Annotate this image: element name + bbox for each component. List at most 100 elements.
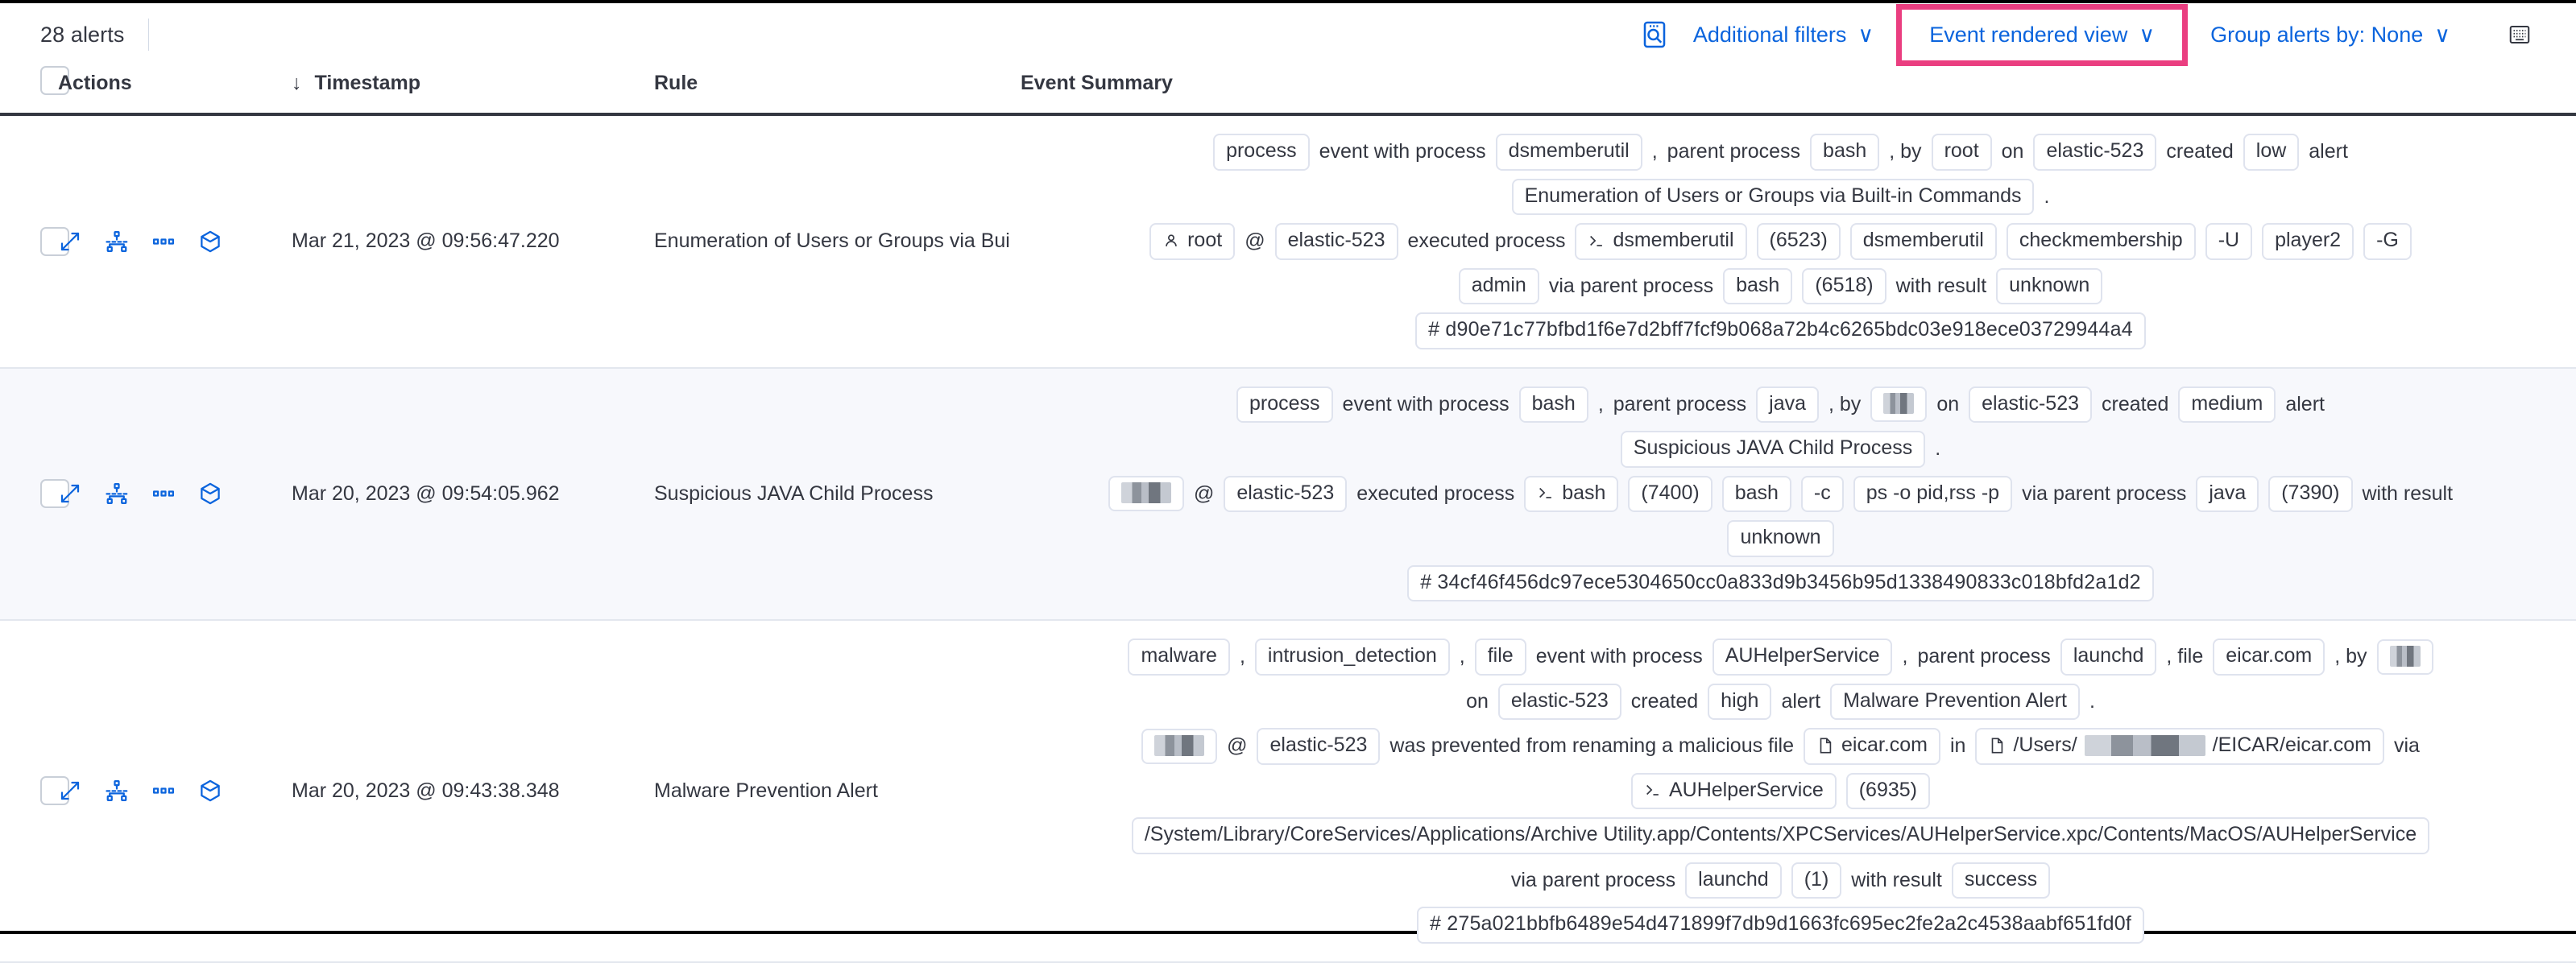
expand-icon[interactable] <box>58 482 82 506</box>
timestamp-cell: Mar 20, 2023 @ 09:43:38.348 <box>292 779 560 802</box>
event-hash-chip[interactable]: # d90e71c77bfbd1f6e7d2bff7fcf9b068a72b4c… <box>1415 312 2146 349</box>
summary-chip[interactable]: (6523) <box>1756 223 1841 260</box>
summary-chip[interactable]: unknown <box>1996 267 2103 304</box>
alerts-table: Actions ↓Timestamp Rule Event Summary Ma… <box>0 66 2576 963</box>
more-actions-icon[interactable] <box>151 229 176 254</box>
summary-chip[interactable]: (6935) <box>1845 772 1930 809</box>
summary-chip[interactable]: eicar.com <box>1804 728 1940 765</box>
summary-chip[interactable]: low <box>2243 134 2300 171</box>
actions-header[interactable]: Actions <box>58 66 292 116</box>
summary-chip[interactable]: (7400) <box>1628 475 1713 512</box>
summary-line: unknown <box>1021 520 2541 557</box>
event-rendered-view-button[interactable]: Event rendered view ∨ <box>1911 18 2172 52</box>
summary-chip[interactable]: high <box>1708 683 1772 720</box>
summary-chip[interactable]: Enumeration of Users or Groups via Built… <box>1511 178 2035 215</box>
chip-label: (7390) <box>2281 481 2340 504</box>
summary-chip[interactable]: java <box>1756 386 1820 423</box>
summary-chip[interactable]: player2 <box>2262 223 2354 260</box>
summary-chip[interactable]: elastic-523 <box>1497 683 1621 720</box>
summary-chip[interactable]: file <box>1474 639 1526 676</box>
summary-chip[interactable]: root <box>1931 134 1992 171</box>
summary-chip[interactable]: /System/Library/CoreServices/Application… <box>1131 817 2430 854</box>
chip-label: # 275a021bbfb6489e54d471899f7db9d1663fc6… <box>1430 912 2131 935</box>
table-row[interactable]: Mar 20, 2023 @ 09:43:38.348 Malware Preve… <box>0 620 2576 962</box>
summary-chip[interactable]: intrusion_detection <box>1254 639 1450 676</box>
analyzer-cube-icon[interactable] <box>198 779 222 803</box>
summary-chip[interactable]: -U <box>2205 223 2253 260</box>
rule-cell[interactable]: Malware Prevention Alert <box>654 779 878 802</box>
session-view-icon[interactable] <box>105 779 129 803</box>
summary-chip[interactable]: /Users//EICAR/eicar.com <box>1975 728 2384 765</box>
expand-icon[interactable] <box>58 229 82 254</box>
session-view-icon[interactable] <box>105 229 129 254</box>
summary-chip[interactable] <box>1108 476 1184 512</box>
summary-chip[interactable]: Suspicious JAVA Child Process <box>1620 431 1926 468</box>
summary-chip[interactable]: AUHelperService <box>1630 772 1837 809</box>
summary-chip[interactable]: unknown <box>1727 520 1834 557</box>
keyboard-shortcuts-icon[interactable] <box>2499 14 2541 56</box>
summary-chip[interactable]: bash <box>1810 134 1880 171</box>
group-alerts-by-button[interactable]: Group alerts by: None ∨ <box>2193 18 2468 52</box>
summary-chip[interactable]: AUHelperService <box>1712 639 1893 676</box>
analyzer-cube-icon[interactable] <box>198 229 222 254</box>
chevron-down-icon: ∨ <box>2139 22 2156 47</box>
summary-chip[interactable]: elastic-523 <box>2033 134 2157 171</box>
summary-chip[interactable]: bash <box>1721 475 1791 512</box>
summary-chip[interactable]: dsmemberutil <box>1849 223 1997 260</box>
event-summary-header[interactable]: Event Summary <box>1021 66 2576 116</box>
rule-cell[interactable]: Enumeration of Users or Groups via Bui <box>654 229 1010 253</box>
summary-text: . <box>2089 689 2095 713</box>
summary-chip[interactable]: (1) <box>1791 862 1842 899</box>
more-actions-icon[interactable] <box>151 482 176 506</box>
summary-chip[interactable]: bash <box>1524 475 1619 512</box>
inspect-icon[interactable] <box>1634 14 1675 56</box>
row-checkbox[interactable] <box>40 479 69 509</box>
summary-chip[interactable]: java <box>2196 475 2259 512</box>
summary-chip[interactable]: elastic-523 <box>1274 223 1398 260</box>
event-hash-chip[interactable]: # 34cf46f456dc97ece5304650cc0a833d9b3456… <box>1407 564 2154 601</box>
session-view-icon[interactable] <box>105 482 129 506</box>
event-rendered-view-highlight: Event rendered view ∨ <box>1896 3 2189 66</box>
summary-chip[interactable]: launchd <box>2060 639 2157 676</box>
summary-chip[interactable]: ps -o pid,rss -p <box>1853 475 2013 512</box>
summary-chip[interactable]: malware <box>1128 639 1230 676</box>
timestamp-header[interactable]: ↓Timestamp <box>292 66 654 116</box>
rule-cell[interactable]: Suspicious JAVA Child Process <box>654 482 934 505</box>
summary-chip[interactable]: (7390) <box>2268 475 2353 512</box>
summary-chip[interactable]: dsmemberutil <box>1575 223 1747 260</box>
row-checkbox[interactable] <box>40 776 69 806</box>
summary-chip[interactable]: medium <box>2178 386 2276 423</box>
rule-header[interactable]: Rule <box>654 66 1021 116</box>
summary-chip[interactable]: eicar.com <box>2213 639 2325 676</box>
row-checkbox[interactable] <box>40 226 69 256</box>
summary-chip[interactable]: launchd <box>1685 862 1782 899</box>
more-actions-icon[interactable] <box>151 779 176 803</box>
summary-chip[interactable]: elastic-523 <box>1224 475 1348 512</box>
summary-chip[interactable] <box>1870 386 1928 423</box>
summary-chip[interactable]: Malware Prevention Alert <box>1830 683 2080 720</box>
summary-chip[interactable] <box>2376 639 2433 675</box>
summary-chip[interactable] <box>1141 728 1218 764</box>
summary-chip[interactable]: success <box>1951 862 2051 899</box>
summary-chip[interactable]: -c <box>1800 475 1844 512</box>
summary-chip[interactable]: process <box>1213 134 1310 171</box>
summary-chip[interactable]: bash <box>1723 267 1793 304</box>
chip-label: (6523) <box>1769 229 1828 251</box>
summary-chip[interactable]: root <box>1149 223 1236 260</box>
summary-chip[interactable]: bash <box>1518 386 1588 423</box>
summary-chip[interactable]: -G <box>2363 223 2412 260</box>
analyzer-cube-icon[interactable] <box>198 482 222 506</box>
summary-chip[interactable]: dsmemberutil <box>1495 134 1642 171</box>
expand-icon[interactable] <box>58 779 82 803</box>
additional-filters-button[interactable]: Additional filters ∨ <box>1675 18 1891 52</box>
event-hash-chip[interactable]: # 275a021bbfb6489e54d471899f7db9d1663fc6… <box>1417 907 2144 944</box>
summary-chip[interactable]: checkmembership <box>2006 223 2196 260</box>
summary-chip[interactable]: (6518) <box>1802 267 1886 304</box>
summary-chip[interactable]: admin <box>1458 267 1539 304</box>
summary-chip[interactable]: elastic-523 <box>1969 386 2093 423</box>
summary-chip[interactable]: process <box>1236 386 1333 423</box>
summary-chip[interactable]: elastic-523 <box>1257 728 1381 765</box>
